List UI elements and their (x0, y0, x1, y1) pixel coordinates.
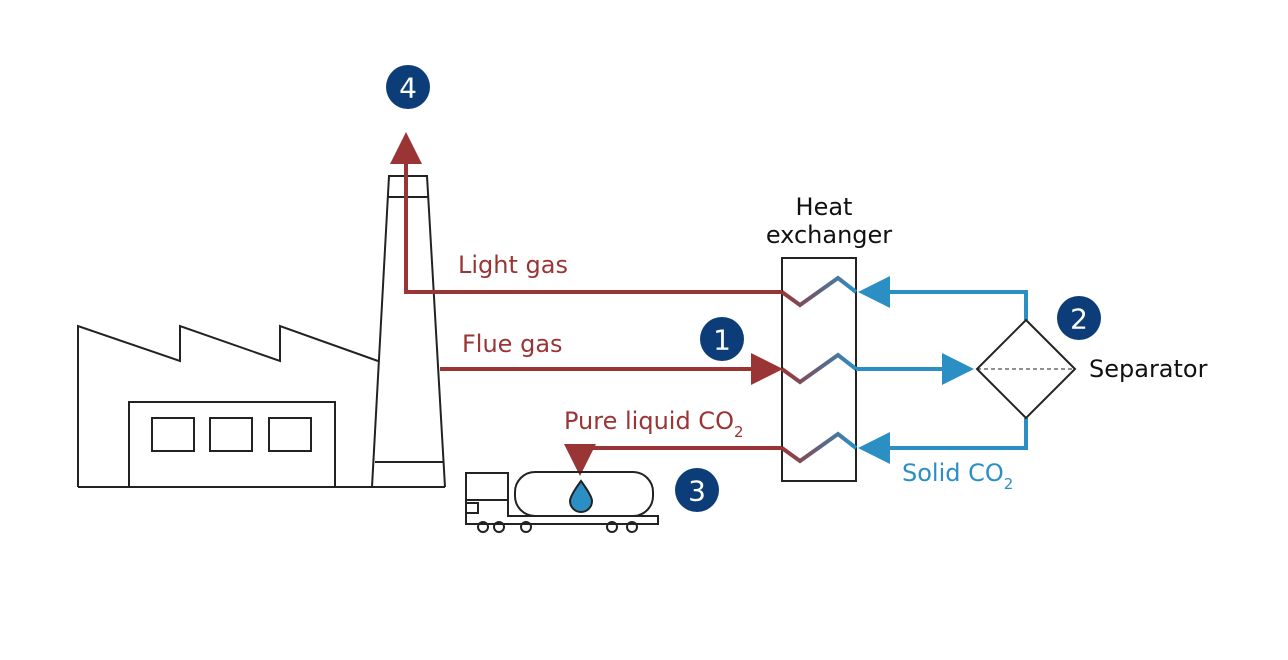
svg-text:3: 3 (688, 475, 706, 508)
svg-text:4: 4 (399, 72, 417, 105)
svg-text:1: 1 (713, 324, 731, 357)
factory-window (268, 417, 312, 452)
svg-text:2: 2 (1070, 303, 1088, 336)
light-gas-stream (390, 132, 782, 294)
factory-icon (77, 324, 445, 488)
step-marker-3: 3 (675, 468, 719, 512)
separator-icon (975, 318, 1077, 420)
liquid-co2-stream (564, 444, 782, 476)
step-marker-4: 4 (386, 65, 430, 109)
factory-window (209, 417, 253, 452)
hx-coil-top (780, 275, 858, 308)
step-marker-1: 1 (700, 317, 744, 361)
pure-liquid-label: Pure liquid CO2 (564, 407, 744, 441)
heat-exchanger-label-1: Heat (796, 193, 853, 221)
tanker-truck-icon (465, 471, 659, 533)
hx-coil-bottom (780, 431, 858, 464)
step-marker-2: 2 (1057, 296, 1101, 340)
cold-return-top (858, 276, 1028, 320)
solid-co2-label: Solid CO2 (902, 459, 1013, 493)
hx-coil-middle (780, 352, 858, 385)
chimney-icon (371, 175, 446, 488)
factory-window (151, 417, 195, 452)
heat-exchanger-label-2: exchanger (766, 221, 892, 249)
factory-building (128, 401, 336, 488)
droplet-icon (568, 479, 594, 513)
flue-gas-label: Flue gas (462, 330, 563, 358)
separator-label: Separator (1089, 355, 1208, 383)
solid-co2-stream (858, 418, 1028, 464)
light-gas-label: Light gas (458, 251, 568, 279)
